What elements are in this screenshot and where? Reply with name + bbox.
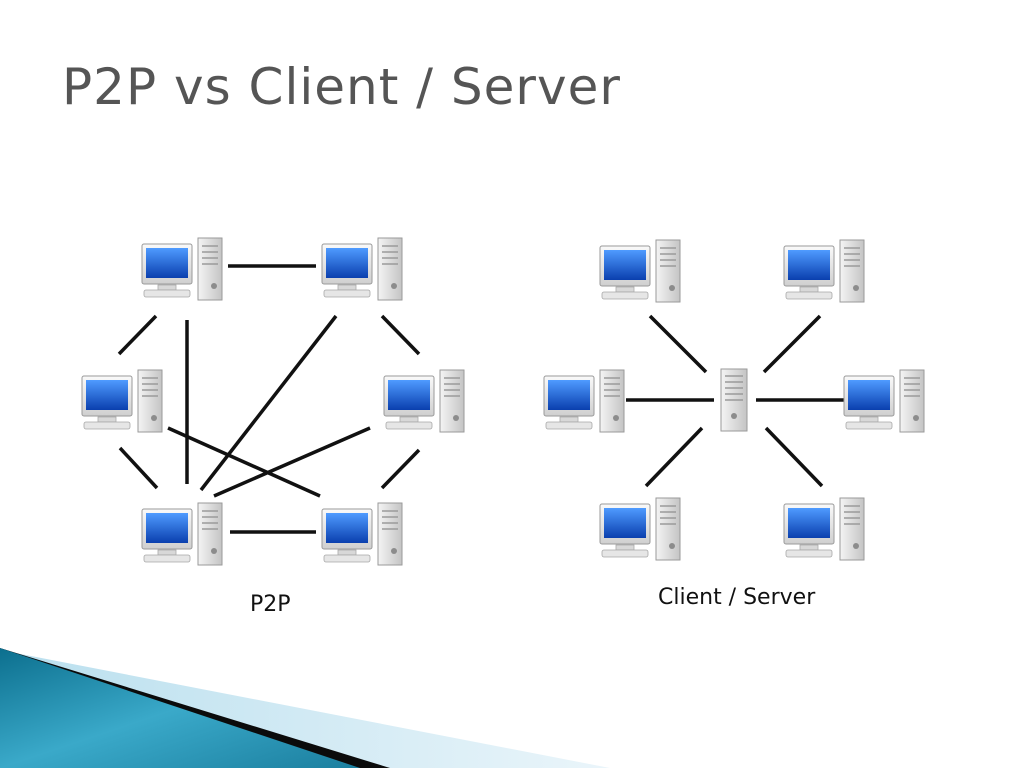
- cs-link-top-right: [762, 314, 822, 374]
- cs-link-bottom-right: [764, 426, 824, 488]
- cs-links: [626, 314, 844, 488]
- slide-title: P2P vs Client / Server: [62, 58, 621, 116]
- client-server-caption: Client / Server: [658, 585, 816, 610]
- p2p-caption: P2P: [250, 592, 291, 617]
- p2p-links: [117, 264, 421, 534]
- p2p-link-topright-bottomleft: [199, 314, 338, 492]
- p2p-link-topleft-midleft: [117, 314, 158, 356]
- cs-link-bottom-left: [644, 426, 704, 488]
- corner-black-band: [0, 648, 390, 768]
- p2p-link-midleft-bottomright: [167, 426, 321, 498]
- corner-teal-band: [0, 648, 360, 768]
- p2p-link-midright-bottomleft: [213, 426, 371, 498]
- cs-link-top-left: [648, 314, 708, 374]
- p2p-link-topright-midright: [380, 314, 421, 356]
- p2p-link-midleft-bottomleft: [118, 446, 159, 490]
- p2p-link-midright-bottomright: [380, 448, 421, 490]
